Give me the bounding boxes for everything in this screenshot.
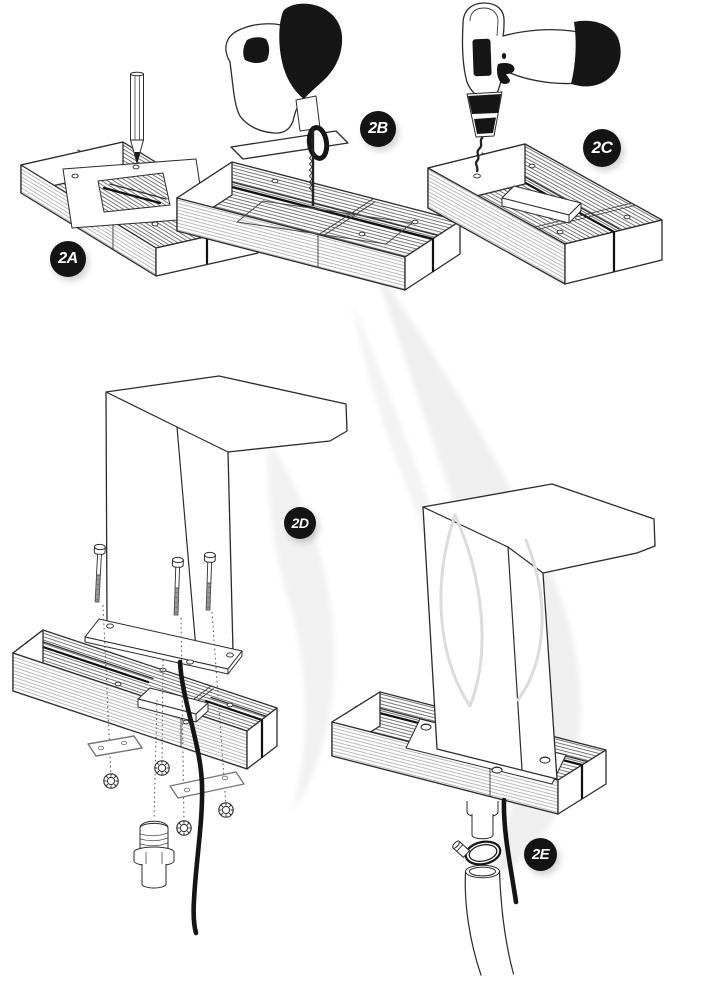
step-2c-illustration	[427, 2, 663, 285]
bolt-holes-2d	[114, 667, 234, 725]
step-label-2c: 2C	[591, 138, 613, 157]
drilled-holes	[473, 163, 631, 235]
hose	[464, 864, 515, 976]
step-badge-2b: 2B	[360, 111, 396, 147]
faucet-column-2e	[422, 483, 656, 780]
step-label-2e: 2E	[531, 846, 550, 863]
step-badge-2d: 2D	[284, 507, 316, 539]
step-2d-illustration	[12, 375, 348, 936]
backing-plates	[87, 735, 245, 799]
dome-bolt-1	[420, 723, 432, 731]
jigsaw-handle	[279, 3, 343, 100]
flange-nut-1	[103, 773, 119, 789]
hose-fitting-2e	[466, 801, 499, 840]
drill-battery	[571, 20, 621, 87]
dome-bolt-3	[539, 756, 551, 764]
step-badge-2e: 2E	[524, 838, 557, 871]
marking-template-plate	[62, 158, 206, 229]
flange-nut-3	[176, 820, 192, 836]
step-2e-illustration	[331, 483, 656, 976]
dome-bolt-2	[491, 766, 503, 774]
cordless-drill	[461, 2, 621, 173]
jigsaw-vent	[243, 37, 270, 63]
pilot-holes	[271, 178, 419, 237]
template-window	[97, 172, 171, 213]
step-label-2d: 2D	[291, 515, 309, 531]
watermark-leaf-overlay	[439, 513, 544, 708]
marked-cut-rectangle	[235, 200, 414, 245]
mounting-flange	[84, 618, 243, 675]
drill-chuck	[466, 91, 503, 138]
power-cable-2e	[501, 797, 519, 905]
pencil	[130, 71, 144, 164]
drill-bit	[474, 136, 484, 173]
step-badge-2c: 2C	[583, 129, 621, 167]
step-2b-illustration	[176, 3, 461, 291]
deck-board-2c	[427, 143, 663, 285]
drill-grip-label	[472, 38, 492, 77]
step-badge-2a: 2A	[50, 241, 86, 277]
hose-clamp	[452, 840, 502, 866]
drill-trigger	[497, 63, 515, 84]
flange-nut-2	[154, 760, 170, 776]
clamp-screw	[452, 840, 470, 858]
hose-adapter	[133, 820, 175, 889]
step-label-2a: 2A	[58, 250, 78, 267]
power-cable-2d	[177, 659, 205, 936]
board-cutout-2d	[137, 687, 209, 723]
rectangular-cutout	[501, 185, 582, 224]
deck-board-2d	[12, 629, 278, 770]
flange-nut-4	[218, 802, 234, 818]
jigsaw	[225, 3, 349, 206]
jigsaw-roller-guard	[306, 125, 330, 161]
step-2a-illustration	[20, 71, 259, 277]
hex-bolt-1	[91, 543, 106, 603]
step-label-2b: 2B	[368, 120, 388, 137]
jigsaw-shoe	[230, 130, 349, 160]
deck-board-2b	[176, 161, 461, 291]
